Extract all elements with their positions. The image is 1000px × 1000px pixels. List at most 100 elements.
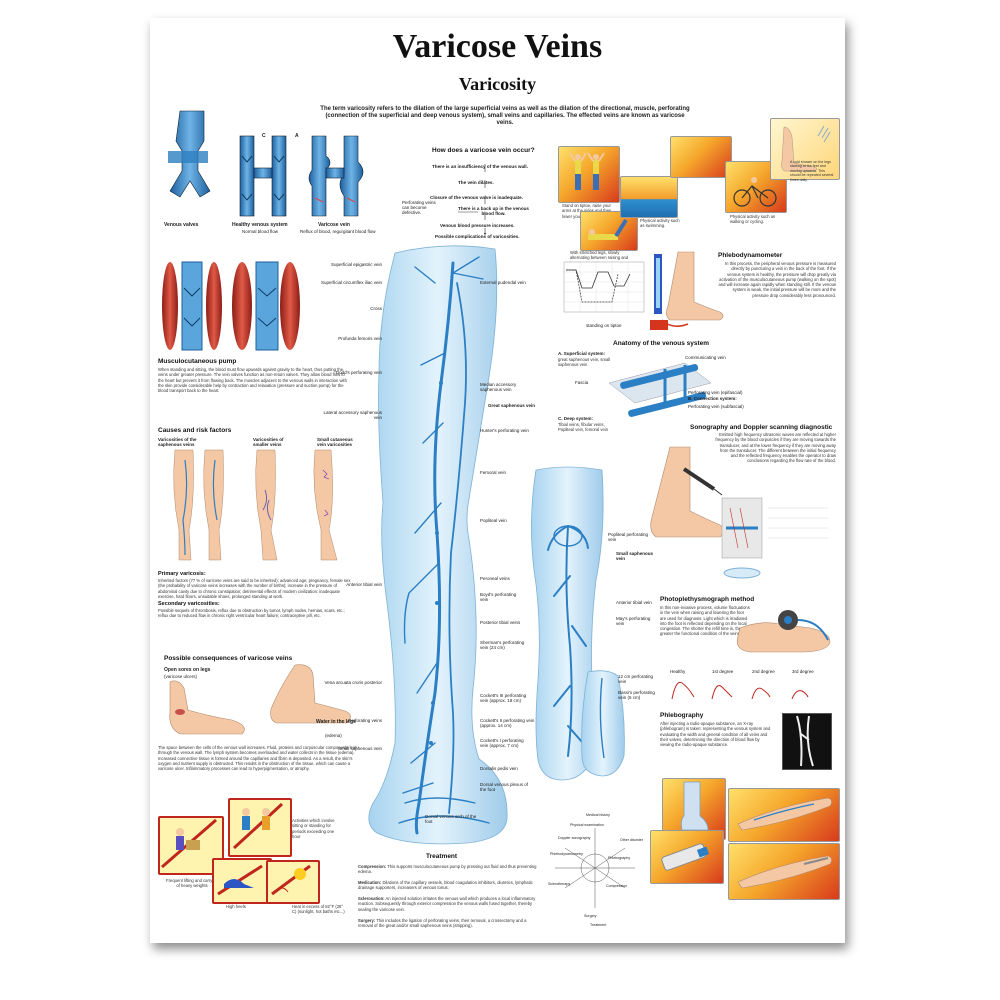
phlebography-text: After injecting a radio-opaque substance… <box>660 721 771 748</box>
causes-col-2: Varicosities of smaller veins <box>253 437 284 447</box>
sun-heat-icon <box>271 864 311 896</box>
flow-step-3: Closure of the venous valve is inadequat… <box>430 195 523 200</box>
secondary-title: Secondary varicosities: <box>158 601 220 607</box>
valve-marker-c: C <box>262 133 266 139</box>
bicycle-icon <box>733 177 777 207</box>
wheel-label-6: Sclerotherapy <box>548 882 571 886</box>
foot-edema-icon <box>270 664 351 724</box>
photo-curve-3: 2nd degree <box>752 669 775 674</box>
flow-side-note: Perforating veins can become defective. <box>402 200 436 215</box>
shower-foot-icon <box>781 125 831 172</box>
doppler-text: Emitted high frequency ultrasonic waves … <box>715 432 836 464</box>
leg-label-r3: Great saphenous vein <box>488 403 536 408</box>
anatomy-label-2: Fascia <box>575 380 589 385</box>
pump-text: When standing and sitting, the blood mus… <box>158 367 347 394</box>
treatment-term-4: Surgery: <box>358 918 376 923</box>
leg-label-l2: Superficial circumflex iliac vein <box>320 280 382 285</box>
back-leg-label-3: Anterior tibial vein <box>616 600 652 605</box>
secondary-text: Possible sequels of thrombosis, reflux d… <box>158 608 345 619</box>
photo-foot-icon <box>736 610 831 653</box>
ointment-tube-icon <box>661 843 710 871</box>
flowchart-title: How does a varicose vein occur? <box>432 147 535 154</box>
pressure-chart <box>563 261 645 313</box>
valve-label-1: Venous valves <box>164 222 199 228</box>
anatomy-a-title: A. Superficial system: <box>558 351 606 356</box>
photo-text: In this non-invasive process, volume flu… <box>660 605 750 637</box>
leg-label-l9: Perforating veins <box>348 718 382 723</box>
risk-caption-4: Heat in excess of 82°F (28° C) (sunlight… <box>292 904 345 915</box>
standing-figures-icon <box>569 152 605 190</box>
treatment-item-2: Medication: Dilations of the capillary v… <box>358 880 538 891</box>
phlebography-title: Phlebography <box>660 712 704 719</box>
treatment-item-1: Compression: This supports musculocutane… <box>358 864 538 875</box>
poster: Varicose Veins Varicosity The term varic… <box>150 18 845 943</box>
causes-title: Causes and risk factors <box>158 427 232 434</box>
exercise-panel-4 <box>670 136 732 178</box>
surgery-leg-icon <box>737 855 832 889</box>
wheel-label-9: Other disorder <box>620 838 643 842</box>
anatomy-label-3: Perforating vein (epifascial) <box>688 390 743 395</box>
risk-caption-3: High heels <box>226 904 246 909</box>
treatment-wheel-icon <box>555 828 635 908</box>
doppler-title: Sonography and Doppler scanning diagnost… <box>690 424 833 431</box>
xray-veins-icon <box>796 715 814 767</box>
leg-label-r13: Cockett's I perforating vein (approx. 7 … <box>480 738 524 748</box>
flowchart-arrows <box>458 164 520 241</box>
anatomy-label-1: Communicating vein <box>685 355 726 360</box>
photo-curve-4: 3rd degree <box>792 669 814 674</box>
leg-label-r9: Posterior tibial veins <box>480 620 521 625</box>
wheel-label-5: Phlebography <box>608 856 631 860</box>
treatment-desc-4: This includes the ligation of perforatin… <box>358 918 527 929</box>
page-title: Varicose Veins <box>392 28 603 65</box>
doppler-foot-icon <box>650 446 725 538</box>
valve-diagram-icon <box>168 110 364 217</box>
treatment-title: Treatment <box>426 853 458 860</box>
causes-col-3: Small cutaneous vein varicosities <box>317 437 353 447</box>
exercise-panel-3 <box>620 176 678 218</box>
high-heels-icon <box>217 864 263 896</box>
consequences-text: The space between the cells of the venou… <box>158 745 358 772</box>
phlebo-text: In this process, the peripheral venous p… <box>718 261 836 298</box>
flow-step-4: There is a back up in the venous blood f… <box>458 206 529 216</box>
foot-ulcer-icon <box>169 680 245 735</box>
consequence-sub2-note: (edema) <box>325 733 342 738</box>
leg-label-r7: Peroneal veins <box>480 576 510 581</box>
leg-label-r8: Boyd's perforating vein <box>480 592 517 602</box>
flow-step-2: The vein dilates. <box>458 180 494 185</box>
sclero-leg-icon <box>737 797 832 831</box>
leg-illustrations-icon <box>173 449 338 561</box>
venous-anatomy-icon <box>608 362 712 417</box>
intro-text: The term varicosity refers to the dilati… <box>320 106 690 126</box>
leg-label-r2: Median accessory saphenous vein <box>480 382 517 392</box>
wheel-label-10: Treatment <box>590 923 607 927</box>
exercise-caption-5: A cold shower on the legs starting at th… <box>790 160 834 182</box>
photo-title: Photoplethysmograph method <box>660 596 755 603</box>
leg-label-r1: External pudendal vein <box>480 280 526 285</box>
leg-label-r14: Dorsalis pedis vein <box>480 766 518 771</box>
causes-col-1: Varicosities of the saphenous veins <box>158 437 197 447</box>
muscle-pump-icon <box>162 261 300 351</box>
leg-label-r10: Sherman's perforating vein (24 cm) <box>480 640 525 650</box>
risk-caption-1: Frequent lifting and carrying of heavy w… <box>166 878 218 889</box>
anatomy-a-text: great saphenous vein, small saphenous ve… <box>558 357 611 368</box>
consequences-title: Possible consequences of varicose veins <box>164 655 293 662</box>
anatomy-b-title: B. Connection system: <box>688 396 737 401</box>
anatomy-label-4: Perforating vein (subfascial) <box>688 404 744 409</box>
leg-vein-diagram-icon <box>368 245 508 845</box>
treatment-term-1: Compression: <box>358 864 387 869</box>
phlebo-chart-note: standing on tiptoe <box>586 323 622 328</box>
xray-image <box>782 713 832 770</box>
flow-step-6: Possible complications of varicosities. <box>435 234 520 239</box>
treatment-item-4: Surgery: This includes the ligation of p… <box>358 918 538 929</box>
consequence-sub2: Water in the legs <box>316 719 356 725</box>
leg-label-l6: Lateral accessory saphenous vein <box>323 410 382 420</box>
photo-curves <box>671 681 809 700</box>
sitting-figures-icon <box>232 802 284 850</box>
wheel-label-2: Physical examination <box>570 823 604 827</box>
valve-caption-3: Reflux of blood, regurgitant blood flow <box>300 229 376 234</box>
photo-curve-2: 1st degree <box>712 669 734 674</box>
doppler-monitor-icon <box>721 497 828 579</box>
risk-heat-panel <box>266 860 320 904</box>
leg-label-r12: Cockett's II perforating vein (approx. 1… <box>480 718 535 728</box>
valve-label-3: Varicose vein <box>318 222 350 228</box>
